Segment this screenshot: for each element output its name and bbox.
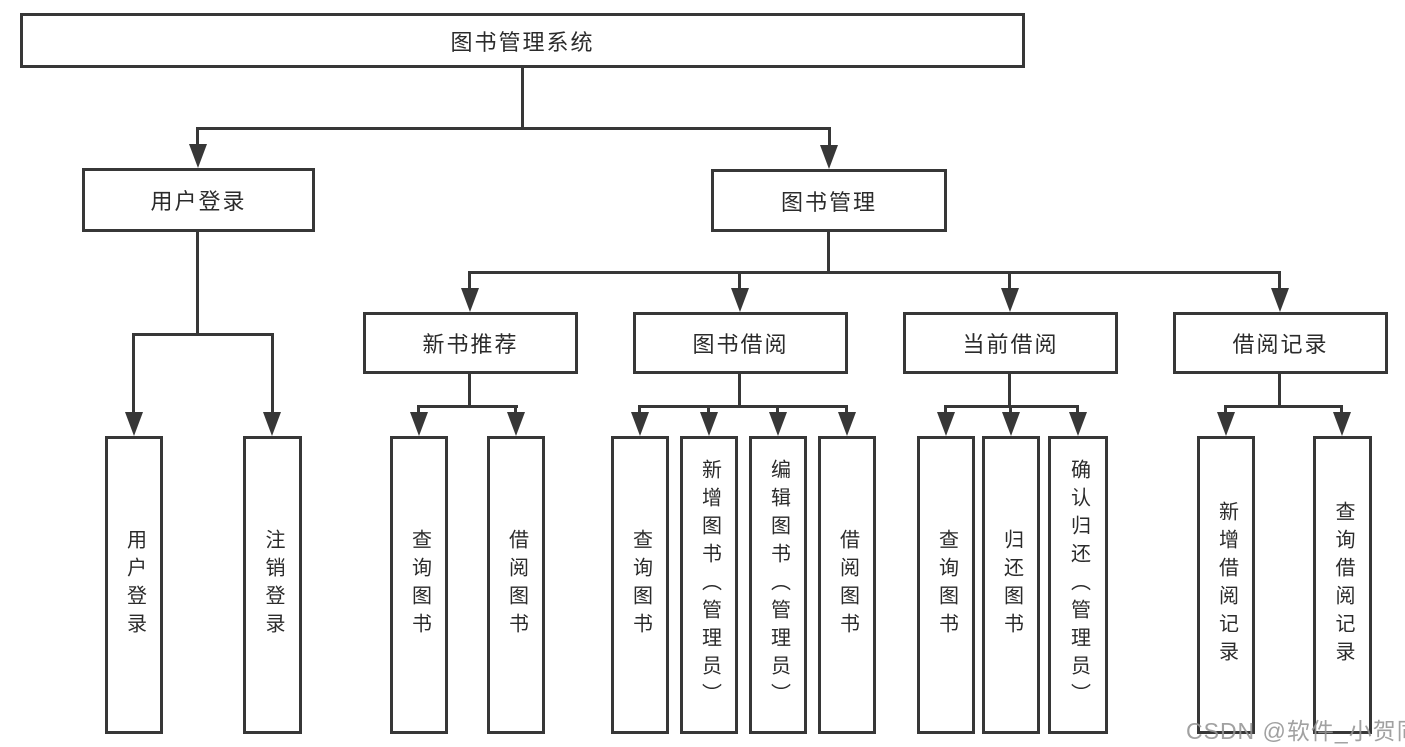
connector-vline <box>828 127 831 147</box>
connector-arrowhead <box>631 412 649 436</box>
leaf-label: 借阅图书 <box>505 529 528 641</box>
connector-arrowhead <box>507 412 525 436</box>
connector-arrowhead <box>461 288 479 312</box>
connector-arrowhead <box>937 412 955 436</box>
node-label: 用户登录 <box>150 189 247 214</box>
connector-vline <box>1009 405 1012 415</box>
node-label: 借阅记录 <box>1232 332 1329 357</box>
connector-hline <box>1225 405 1343 408</box>
connector-hline <box>418 405 518 408</box>
leaf-label: 借阅图书 <box>836 529 859 641</box>
connector-vline <box>1008 271 1011 291</box>
leaf-label: 查询图书 <box>629 529 652 641</box>
leaf-edit-book-admin: 编辑图书（管理员） <box>749 436 807 734</box>
connector-vline <box>738 271 741 291</box>
csdn-watermark: CSDN @软件_小贺同学 <box>1186 718 1405 744</box>
connector-vline <box>845 405 848 415</box>
leaf-borrow-books: 借阅图书 <box>818 436 876 734</box>
node-book-management: 图书管理 <box>711 169 947 232</box>
leaf-logout: 注销登录 <box>243 436 302 734</box>
leaf-query-books-current: 查询图书 <box>917 436 975 734</box>
connector-arrowhead <box>1069 412 1087 436</box>
connector-vline <box>707 405 710 415</box>
node-borrow-records: 借阅记录 <box>1173 312 1388 374</box>
connector-vline <box>1340 405 1343 415</box>
connector-vline <box>468 271 471 291</box>
connector-arrowhead <box>731 288 749 312</box>
connector-hline <box>639 405 848 408</box>
connector-arrowhead <box>1002 412 1020 436</box>
node-user-login: 用户登录 <box>82 168 315 232</box>
leaf-label: 用户登录 <box>123 529 146 641</box>
leaf-label: 确认归还（管理员） <box>1067 459 1090 711</box>
leaf-label: 查询借阅记录 <box>1332 501 1354 669</box>
connector-arrowhead <box>769 412 787 436</box>
connector-vline <box>776 405 779 415</box>
leaf-label: 新增图书（管理员） <box>698 459 721 711</box>
connector-vline <box>638 405 641 415</box>
leaf-query-borrow-record: 查询借阅记录 <box>1313 436 1372 734</box>
connector-vline <box>514 405 517 415</box>
connector-arrowhead <box>263 412 281 436</box>
leaf-query-books-borrow: 查询图书 <box>611 436 669 734</box>
connector-vline <box>1076 405 1079 415</box>
connector-arrowhead <box>1217 412 1235 436</box>
connector-arrowhead <box>125 412 143 436</box>
leaf-label: 归还图书 <box>1000 529 1023 641</box>
leaf-label: 查询图书 <box>408 529 431 641</box>
leaf-return-book: 归还图书 <box>982 436 1040 734</box>
connector-vline <box>944 405 947 415</box>
connector-hline <box>133 333 274 336</box>
leaf-add-borrow-record: 新增借阅记录 <box>1197 436 1255 734</box>
node-label: 当前借阅 <box>962 332 1059 357</box>
connector-hline <box>469 271 1281 274</box>
connector-vline <box>1224 405 1227 415</box>
connector-arrowhead <box>838 412 856 436</box>
connector-arrowhead <box>1271 288 1289 312</box>
node-root: 图书管理系统 <box>20 13 1025 68</box>
connector-hline <box>197 127 831 130</box>
connector-vline <box>827 232 830 274</box>
leaf-confirm-return-admin: 确认归还（管理员） <box>1048 436 1108 734</box>
connector-vline <box>738 374 741 408</box>
connector-arrowhead <box>700 412 718 436</box>
connector-hline <box>945 405 1079 408</box>
leaf-label: 编辑图书（管理员） <box>767 459 790 711</box>
leaf-label: 新增借阅记录 <box>1215 501 1238 669</box>
leaf-borrow-books-recommend: 借阅图书 <box>487 436 545 734</box>
connector-vline <box>132 333 135 414</box>
leaf-add-book-admin: 新增图书（管理员） <box>680 436 738 734</box>
connector-vline <box>196 232 199 336</box>
connector-vline <box>271 333 274 414</box>
node-root-label: 图书管理系统 <box>450 29 595 55</box>
connector-arrowhead <box>410 412 428 436</box>
connector-vline <box>196 127 199 147</box>
node-label: 新书推荐 <box>422 332 519 357</box>
connector-vline <box>468 374 471 408</box>
connector-arrowhead <box>189 144 207 168</box>
node-new-book-recommend: 新书推荐 <box>363 312 578 374</box>
node-book-borrow: 图书借阅 <box>633 312 848 374</box>
node-label: 图书管理 <box>780 189 877 215</box>
connector-arrowhead <box>1333 412 1351 436</box>
connector-vline <box>1278 271 1281 291</box>
node-label: 图书借阅 <box>692 332 789 357</box>
connector-vline <box>1278 374 1281 408</box>
connector-arrowhead <box>1001 288 1019 312</box>
connector-vline <box>521 68 524 129</box>
node-current-borrow: 当前借阅 <box>903 312 1118 374</box>
connector-arrowhead <box>820 145 838 169</box>
connector-vline <box>1008 374 1011 408</box>
leaf-user-login: 用户登录 <box>105 436 163 734</box>
leaf-label: 注销登录 <box>262 529 284 641</box>
connector-vline <box>417 405 420 415</box>
leaf-query-books-recommend: 查询图书 <box>390 436 448 734</box>
leaf-label: 查询图书 <box>935 529 958 641</box>
